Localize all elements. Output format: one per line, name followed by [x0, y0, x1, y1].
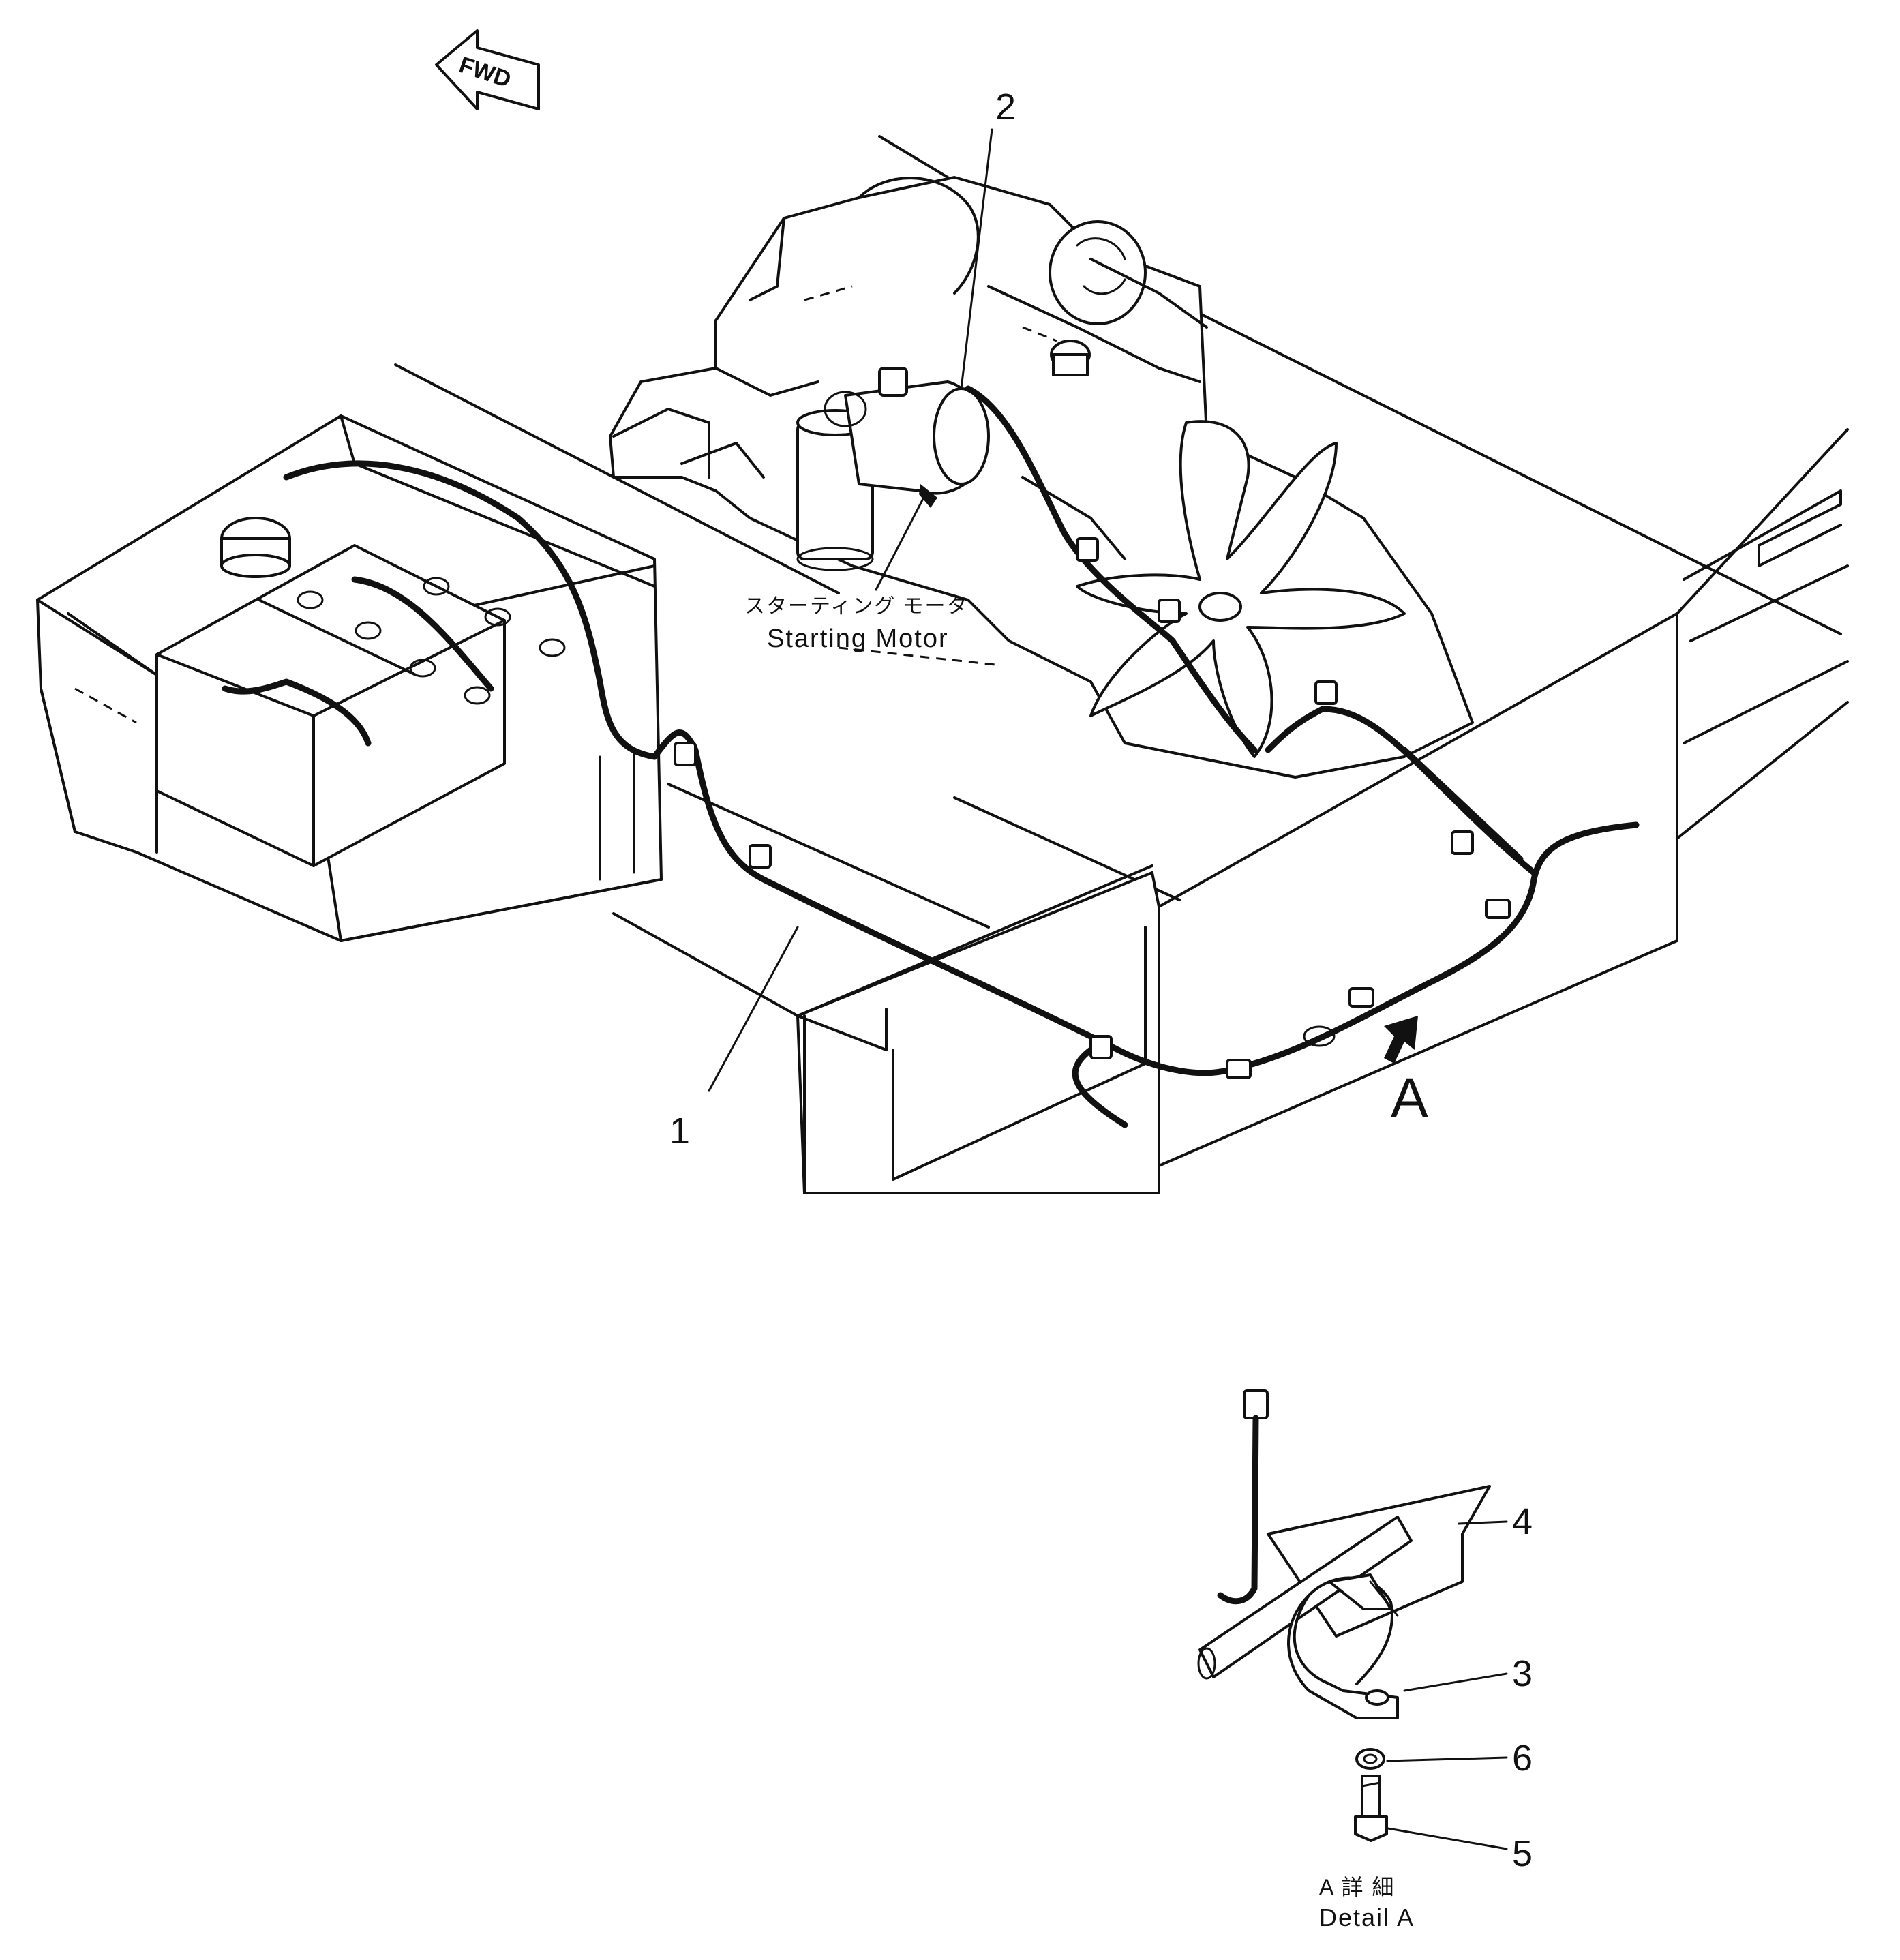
- leader-item-6: [1386, 1756, 1508, 1762]
- callout-item-3: 3: [1512, 1653, 1533, 1694]
- forward-arrow-icon: FWD: [435, 29, 540, 110]
- detail-a-drawing: [1197, 1389, 1508, 1850]
- starting-motor-label-en: Starting Motor: [767, 624, 949, 653]
- callout-item-1: 1: [669, 1111, 691, 1151]
- leader-item-4: [1458, 1520, 1508, 1525]
- leader-item-5: [1387, 1827, 1508, 1850]
- detail-caption-en: Detail A: [1319, 1903, 1415, 1931]
- view-marker-label: A: [1391, 1067, 1428, 1129]
- callout-leaders: [708, 128, 996, 1092]
- spring-washer: [1355, 1748, 1385, 1770]
- engine: [609, 176, 1474, 779]
- radiator-fan: [1076, 420, 1406, 758]
- wiring-harness: [222, 385, 1640, 1128]
- view-arrow-icon: [1384, 1016, 1418, 1064]
- callout-item-6: 6: [1512, 1738, 1533, 1779]
- detail-caption-jp: A 詳 細: [1319, 1875, 1396, 1899]
- callout-item-5: 5: [1512, 1833, 1533, 1874]
- leader-item-2: [960, 128, 993, 390]
- callout-item-2: 2: [995, 87, 1016, 127]
- chassis-frame: [394, 135, 1849, 1194]
- starting-motor-label-jp: スターティング モータ: [744, 595, 969, 618]
- leader-starting-motor: [875, 489, 929, 591]
- bolt: [1361, 1775, 1381, 1818]
- leader-item-1: [708, 926, 799, 1092]
- callout-item-4: 4: [1512, 1501, 1533, 1542]
- battery-box: [36, 414, 663, 942]
- leader-item-3: [1403, 1672, 1508, 1692]
